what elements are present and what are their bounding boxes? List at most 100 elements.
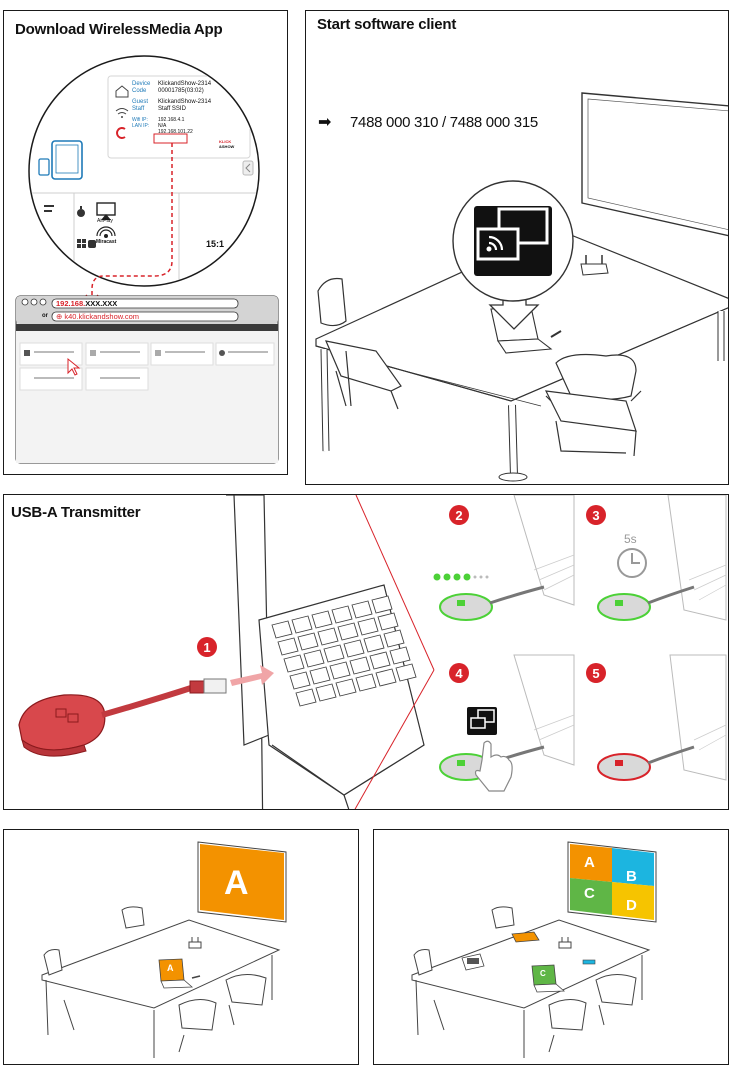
quad-b: B [626,868,637,885]
url-suffix: XXX.XXX [85,299,118,308]
klick-logo-text: KLICK &SHOW [219,139,234,149]
keyboard-key [337,622,359,641]
insert-arrow-icon [230,665,274,686]
wifi-ip-value: 192.168.4.1 [158,117,185,123]
display-quad [567,841,657,923]
keyboard-key [289,671,311,690]
dongle-step3 [597,585,695,621]
quad-c: C [584,885,595,902]
usb-dongle-large [18,678,227,757]
keyboard-key [351,600,373,619]
step-5-label: 5 [592,666,600,681]
lan-ip-value: 192.168.101.22 [158,129,193,135]
keyboard-key [375,668,397,687]
code-label: Code [132,88,147,94]
quad-d: D [626,897,637,914]
keyboard-key [277,637,299,656]
keyboard-key [363,634,385,653]
guest-ssid: KlickandShow-2314 [158,99,212,105]
keyboard-key [283,654,305,673]
keyboard-key [315,683,337,702]
usb-transmitter-title: USB-A Transmitter [11,504,141,521]
cast-screen-icon[interactable] [452,180,574,302]
home-icon [115,85,129,98]
step-4-label: 4 [455,666,463,681]
table-quad [411,919,651,1058]
keyboard-key [309,666,331,685]
laptop-blue [582,959,596,965]
article-numbers: 7488 000 310 / 7488 000 315 [350,114,538,131]
windows-icon [77,239,86,248]
laptop-green [531,964,566,993]
staff-ssid: Staff SSID [158,106,186,112]
airplay-label: AirPlay [97,218,113,224]
screen-letter-a: A [224,864,249,902]
keyboard-key [343,639,365,658]
logo-line2: &SHOW [219,144,235,149]
arrow-icon: ➡ [318,114,332,131]
timer-label: 5s [624,532,637,546]
keyboard-key [377,612,399,631]
wifi-icon [115,108,129,118]
clock-time: 15:1 [206,239,225,249]
step-1-badge [197,637,217,657]
keyboard-key [303,649,325,668]
chairs-quad [413,906,637,1053]
keyboard-key [311,610,333,629]
press-hand-icon [474,740,513,792]
chair-right [544,353,642,457]
or-label: or [42,313,48,319]
receiver-quad [558,937,572,949]
receiver-small [188,937,202,949]
clock-icon [617,548,647,578]
cursor-icon [67,357,81,376]
android-icon [88,240,96,248]
cast-screen-small-icon [467,707,497,735]
lan-ip-label: LAN IP: [132,123,150,129]
usb-transmitter-illustration [18,495,727,809]
apple-icon [77,206,85,217]
progress-dots [433,573,489,581]
url2-field[interactable]: ⊕ k40.klickandshow.com [56,312,139,321]
keyboard-key [295,688,317,707]
keyboard [271,595,417,707]
keyboard-key [291,615,313,634]
step-2-label: 2 [455,508,463,523]
device-name: KlickandShow-2314 [158,81,212,87]
laptop-letter-a: A [167,963,174,973]
quad-share-panel: A B C D C [373,829,729,1065]
chairs-small [43,906,267,1053]
conference-room-illustration [315,92,728,482]
keyboard-key [335,678,357,697]
step-1-label: 1 [203,640,211,655]
miracast-icon [96,226,116,238]
url-prefix: 192.168. [56,299,86,308]
keyboard-key [355,673,377,692]
laptop-dark [461,953,485,971]
download-app-title: Download WirelessMedia App [15,21,223,38]
keyboard-key [349,656,371,675]
logo-line1: KLICK [219,139,232,144]
klick-logo [219,138,241,152]
step-5-badge [586,663,606,683]
software-client-panel: Start software client ➡ 7488 000 310 / 7… [305,10,729,485]
device-code: 00001785(03:02) [158,88,204,94]
url2-text: k40.klickandshow.com [64,312,139,321]
software-client-title: Start software client [317,16,457,33]
lan-ip-na: N/A [158,123,167,129]
guest-label: Guest [132,99,149,105]
single-share-panel: A A [3,829,359,1065]
keyboard-key [271,620,293,639]
globe-icon: ⊕ [56,312,65,321]
download-app-illustration [15,55,279,464]
panel-divider [355,495,435,671]
step-3-badge [586,505,606,525]
laptop-orange [158,958,201,989]
url-field[interactable]: 192.168.XXX.XXX [56,299,117,308]
laptop-letter-c: C [540,969,546,978]
keyboard-key [323,644,345,663]
wall-display [581,92,728,237]
keyboard-key [357,617,379,636]
quad-a: A [584,854,595,871]
